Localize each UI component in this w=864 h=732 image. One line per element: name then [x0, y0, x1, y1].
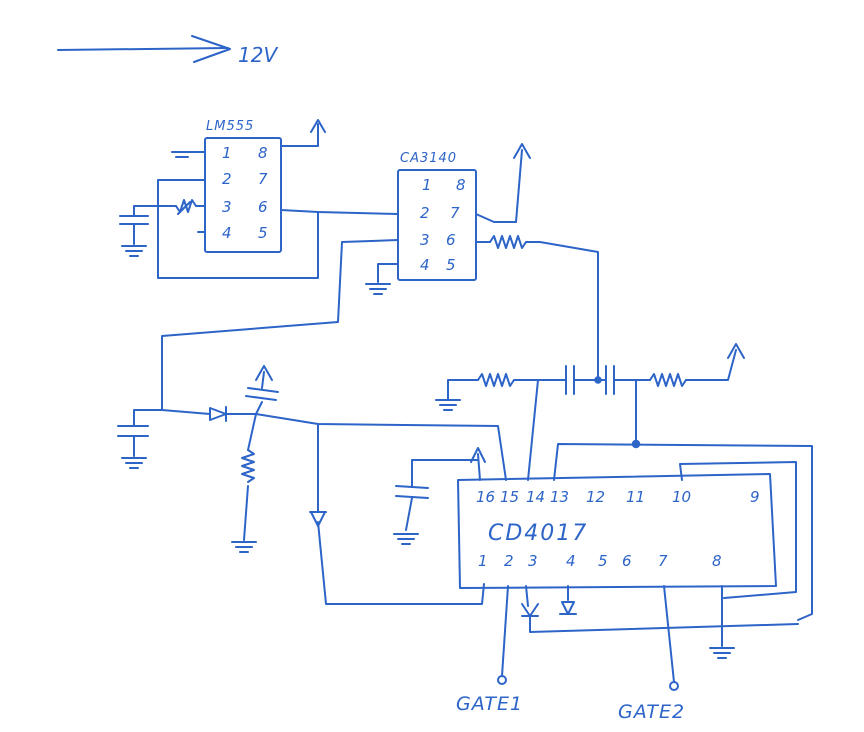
supply-arrow [57, 35, 231, 63]
gate2-label: GATE2 [618, 701, 685, 723]
counter-pin-6: 6 [622, 552, 632, 570]
counter-pin-16: 16 [476, 488, 495, 506]
opamp-wiring [161, 143, 599, 411]
opamp-ic-body [397, 169, 477, 281]
supply-label: 12V [238, 43, 278, 67]
timer-pin-4: 4 [222, 224, 232, 242]
timer-ic: LM555 1 2 3 4 8 7 6 5 [204, 119, 282, 253]
timer-ic-label: LM555 [206, 119, 254, 134]
timer-pin-8: 8 [258, 144, 268, 162]
opamp-pin-2: 2 [420, 204, 430, 222]
counter-ic: CD4017 16 15 14 13 12 11 10 9 1 2 3 4 5 … [457, 473, 777, 589]
opamp-pin-3: 3 [420, 231, 430, 249]
timer-pin-5: 5 [258, 224, 268, 242]
opamp-pin-8: 8 [456, 176, 466, 194]
mid-junction-dot [594, 376, 602, 384]
counter-pin-7: 7 [658, 552, 668, 570]
counter-pin-1: 1 [478, 552, 488, 570]
opamp-pin-1: 1 [422, 176, 432, 194]
counter-ic-label: CD4017 [488, 521, 588, 546]
timer-ic-body [204, 137, 282, 253]
opamp-pin-7: 7 [450, 204, 460, 222]
counter-pin-10: 10 [672, 488, 691, 506]
counter-pin-9: 9 [750, 488, 760, 506]
opamp-ic-label: CA3140 [400, 151, 457, 166]
opamp-pin-6: 6 [446, 231, 456, 249]
counter-pin-14: 14 [526, 488, 545, 506]
timer-pin-3: 3 [222, 198, 232, 216]
counter-ic-body [457, 473, 777, 589]
timer-wiring [119, 119, 399, 279]
gate2-terminal [669, 681, 679, 691]
gate1-terminal [497, 675, 507, 685]
counter-pin-2: 2 [504, 552, 514, 570]
counter-pin-11: 11 [626, 488, 645, 506]
opamp-pin-5: 5 [446, 256, 456, 274]
counter-pin-4: 4 [566, 552, 576, 570]
timer-pin-6: 6 [258, 198, 268, 216]
counter-pin-3: 3 [528, 552, 538, 570]
counter-pin-13: 13 [550, 488, 569, 506]
timer-pin-2: 2 [222, 170, 232, 188]
timer-pin-7: 7 [258, 170, 268, 188]
timer-pin-1: 1 [222, 144, 232, 162]
counter-pin-5: 5 [598, 552, 608, 570]
counter-pin-12: 12 [586, 488, 605, 506]
counter-wiring [393, 443, 813, 683]
mid-network [435, 343, 745, 481]
counter-pin-15: 15 [500, 488, 519, 506]
opamp-pin-4: 4 [420, 256, 430, 274]
left-network [117, 365, 507, 605]
gate1-label: GATE1 [456, 693, 523, 715]
opamp-ic: CA3140 1 2 3 4 8 7 6 5 [397, 151, 477, 281]
counter-pin-8: 8 [712, 552, 722, 570]
